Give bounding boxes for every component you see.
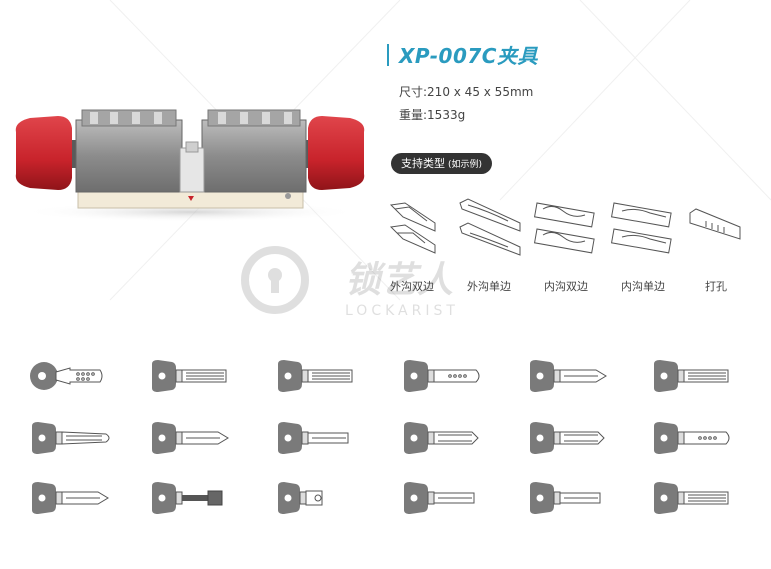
center-marker-icon	[188, 196, 194, 201]
flat-key	[278, 360, 353, 392]
grooved-key	[530, 422, 605, 454]
flat-key	[654, 360, 729, 392]
short-tubular-key	[278, 482, 323, 514]
spec-size: 尺寸:210 x 45 x 55mm	[399, 85, 534, 99]
right-knob	[308, 116, 365, 190]
pointed-key	[530, 360, 607, 392]
outer-groove-single-icon	[459, 198, 521, 256]
title-accent-bar	[387, 43, 389, 66]
dimple-key	[654, 422, 730, 454]
type-label-inner-double: 内沟双边	[544, 280, 588, 293]
outer-groove-double-icon	[389, 202, 436, 254]
left-knob	[15, 116, 72, 190]
support-types-badge: 支持类型(如示例)	[391, 153, 493, 174]
lock-logo-icon	[241, 246, 309, 314]
tubular-key	[152, 482, 223, 514]
dimple-key	[404, 360, 480, 392]
type-label-outer-single: 外沟单边	[467, 280, 511, 293]
round-dimple-key	[30, 362, 103, 390]
title-text: XP-007C夹具	[399, 44, 538, 68]
clamp-fixture-image	[15, 109, 365, 222]
plain-blade-key	[530, 482, 601, 514]
pointed-key	[152, 422, 229, 454]
inner-groove-double-icon	[533, 202, 595, 254]
flat-key	[152, 360, 227, 392]
support-label: 支持类型	[401, 157, 445, 170]
type-illustrations	[389, 198, 741, 256]
plain-blade-key	[404, 482, 475, 514]
pointed-key	[32, 482, 109, 514]
flat-key	[654, 482, 729, 514]
spec-weight: 重量:1533g	[399, 108, 466, 122]
type-label-outer-double: 外沟双边	[390, 280, 434, 293]
type-label-drilled: 打孔	[705, 280, 727, 293]
supported-types: 外沟双边 外沟单边 内沟双边 内沟单边 打孔	[383, 195, 768, 305]
type-label-inner-single: 内沟单边	[621, 280, 665, 293]
drilled-type-icon	[689, 208, 741, 240]
inner-groove-single-icon	[610, 202, 672, 254]
plain-blade-key	[278, 422, 349, 454]
brand-name-cn: 锁艺人	[345, 260, 454, 301]
wide-blade-key	[32, 422, 110, 454]
support-note: (如示例)	[448, 160, 483, 170]
grooved-key	[404, 422, 479, 454]
brand-name-en: LOCKARIST	[345, 303, 459, 319]
brand-watermark: 锁艺人 LOCKARIST	[235, 245, 535, 329]
product-title: XP-007C夹具	[387, 40, 538, 69]
